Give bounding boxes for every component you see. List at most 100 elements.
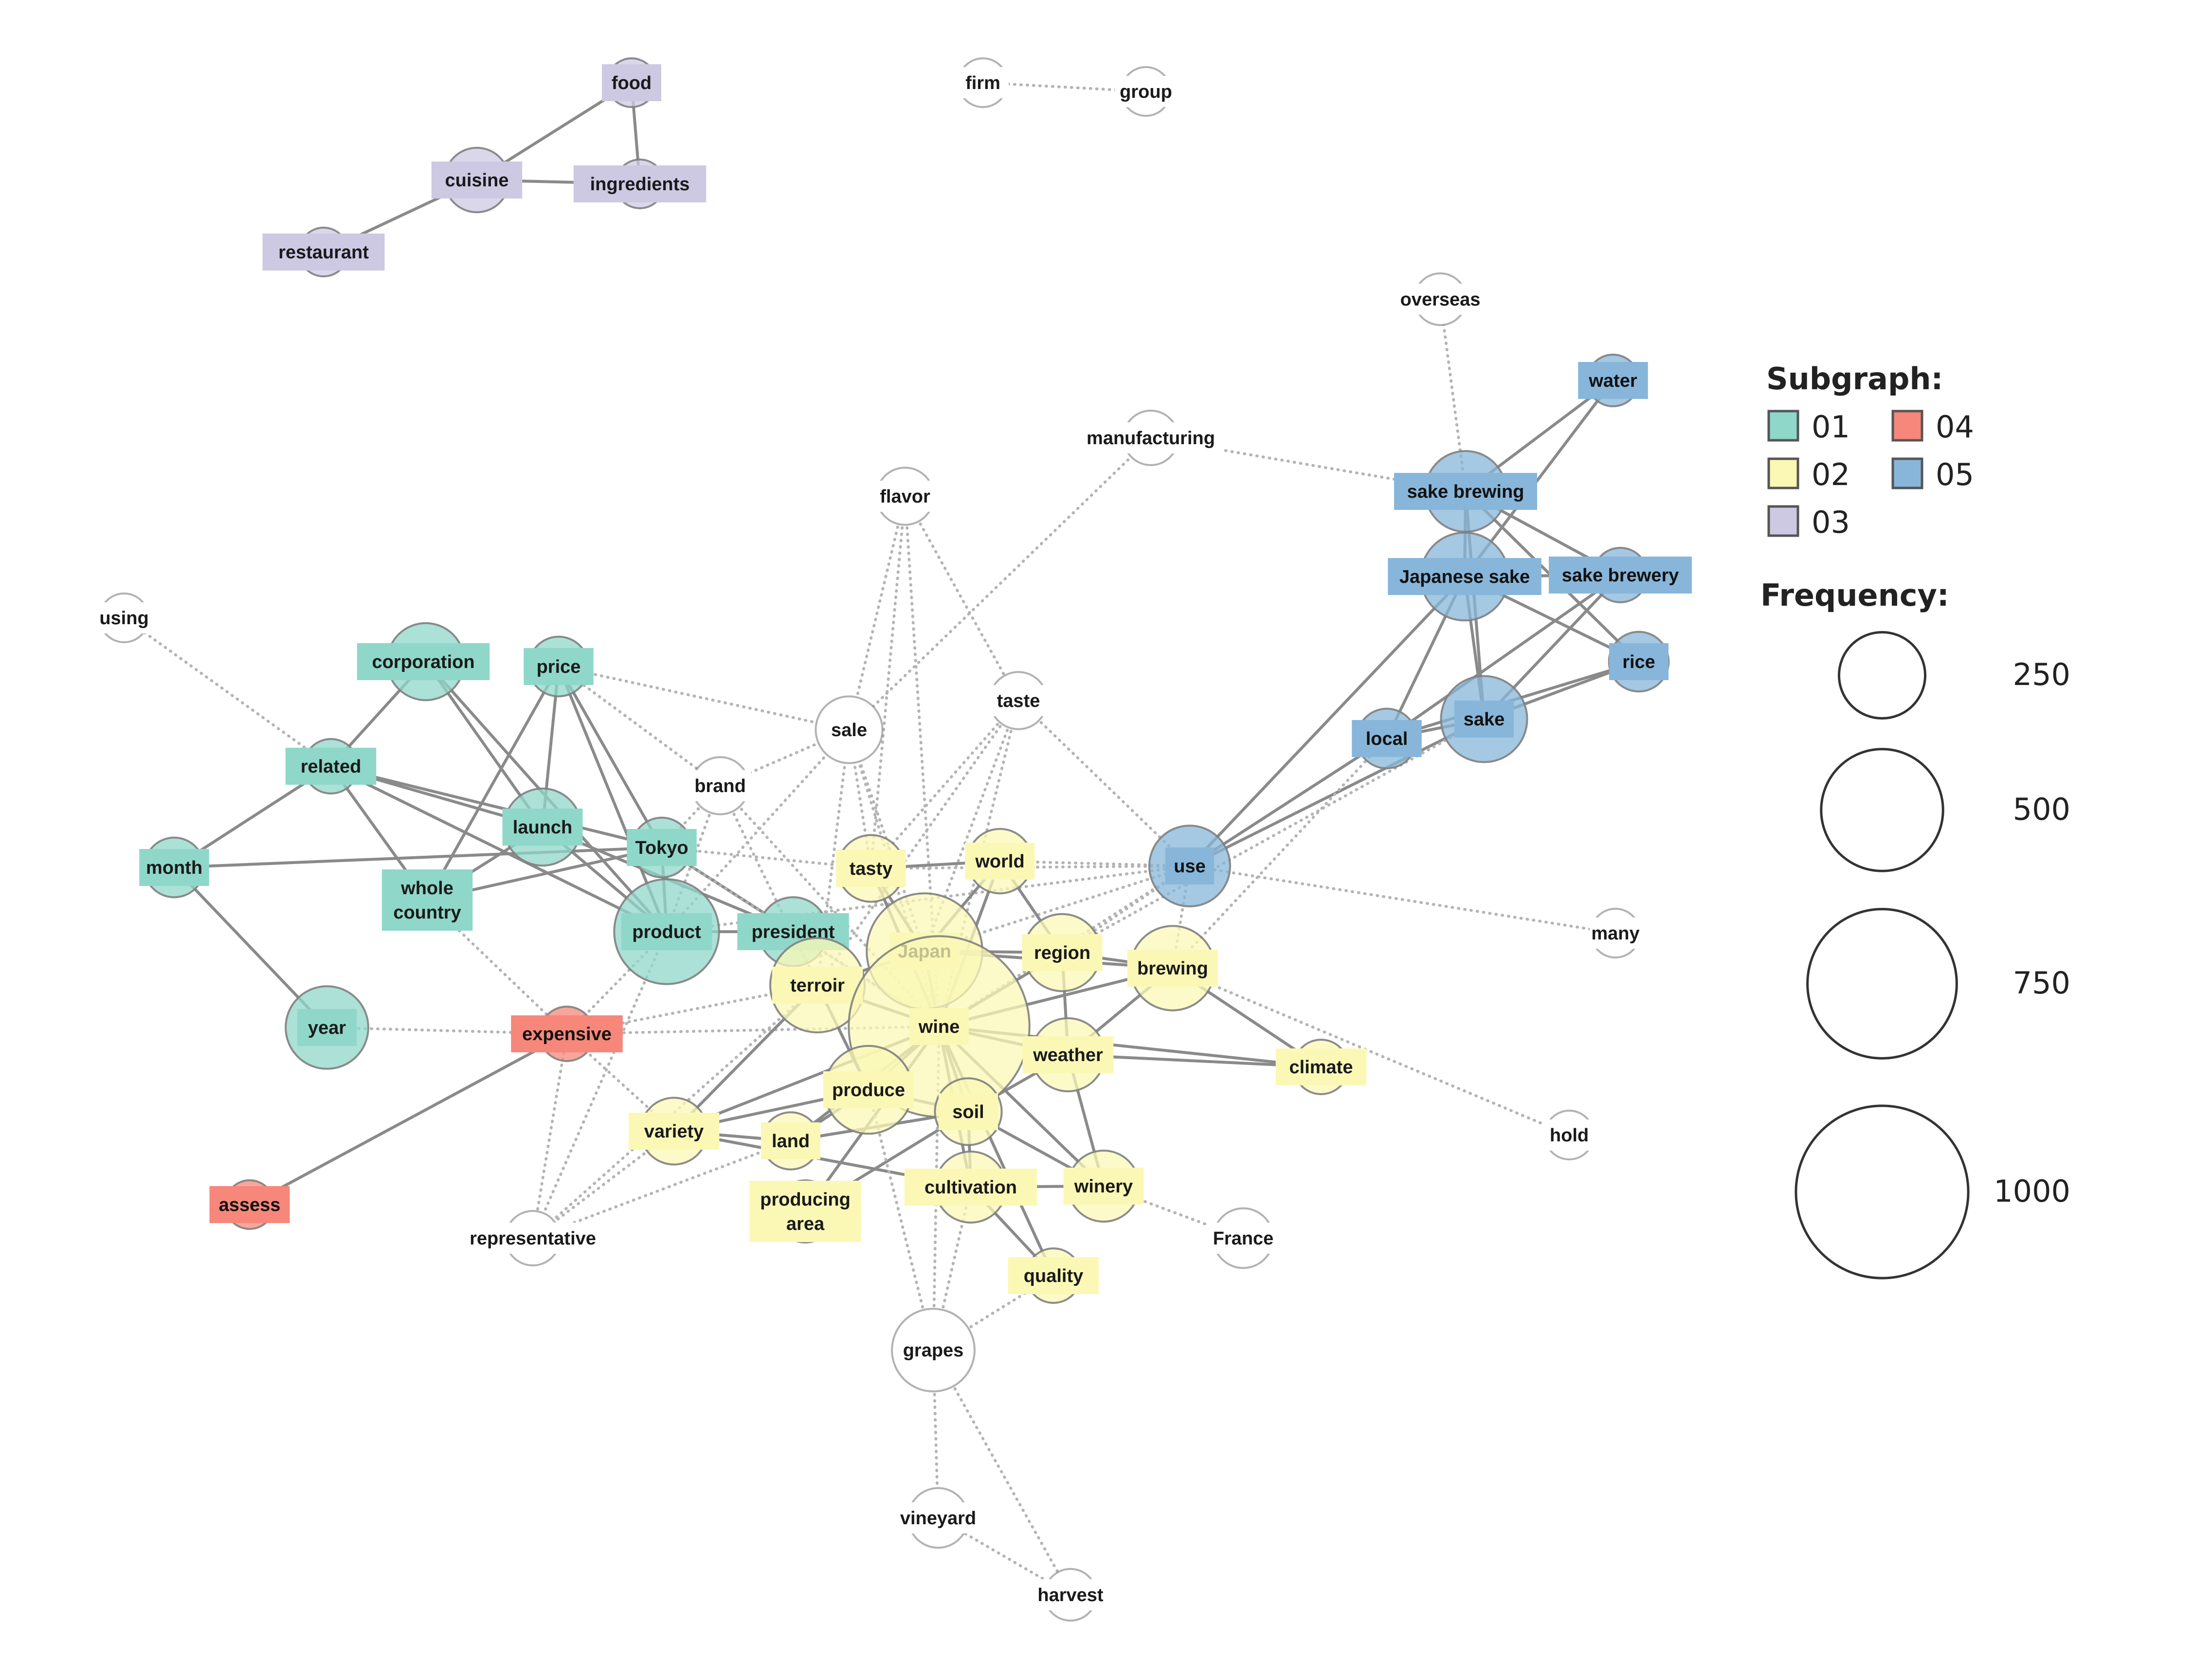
node-label-box-rice (1609, 643, 1668, 680)
node-brand[interactable]: brand (689, 756, 751, 815)
node-climate[interactable]: climate (1275, 1039, 1367, 1095)
node-tasty[interactable]: tasty (836, 834, 906, 903)
node-food[interactable]: food (602, 57, 661, 108)
node-month[interactable]: month (139, 836, 209, 899)
edge-use-brewing (1171, 865, 1191, 970)
node-france[interactable]: France (1207, 1207, 1280, 1269)
node-label-climate: climate (1289, 1057, 1353, 1078)
node-soil[interactable]: soil (934, 1077, 1003, 1146)
legend-item-01: 01 (1767, 409, 1850, 445)
legend-item-05: 05 (1891, 457, 1974, 492)
node-grapes[interactable]: grapes (891, 1308, 976, 1392)
node-japanese_sake[interactable]: Japanese sake (1388, 531, 1541, 622)
node-variety[interactable]: variety (628, 1097, 720, 1166)
node-label-box-world (965, 843, 1035, 880)
edge-related-product (329, 765, 668, 933)
legend-swatch-04 (1891, 410, 1923, 442)
legend-item-02: 02 (1767, 457, 1850, 492)
node-launch[interactable]: launch (502, 787, 583, 867)
node-label-terroir: terroir (790, 975, 845, 996)
node-cuisine[interactable]: cuisine (431, 146, 523, 214)
node-vineyard[interactable]: vineyard (891, 1487, 985, 1549)
node-use[interactable]: use (1148, 824, 1232, 908)
node-label-box-whole_country (381, 869, 473, 931)
node-sale[interactable]: sale (815, 695, 884, 764)
node-ingredients[interactable]: ingredients (573, 158, 707, 210)
node-sake[interactable]: sake (1440, 675, 1528, 763)
node-label-brewing: brewing (1137, 958, 1208, 979)
node-group[interactable]: group (1115, 66, 1177, 117)
node-expensive[interactable]: expensive (511, 1006, 623, 1062)
node-label-food: food (612, 73, 652, 93)
node-label-sake: sake (1464, 709, 1505, 730)
edge-manufacturing-sale (848, 436, 1152, 731)
node-firm[interactable]: firm (957, 57, 1009, 108)
node-label-harvest: harvest (1037, 1585, 1104, 1605)
node-label-box-winery (1063, 1168, 1144, 1205)
node-representative[interactable]: representative (454, 1210, 611, 1266)
node-label-box-flavor (869, 481, 942, 512)
node-assess[interactable]: assess (209, 1179, 290, 1230)
node-label-box-sake_brewery (1549, 557, 1692, 594)
node-year[interactable]: year (285, 985, 369, 1070)
node-label-box-region (1022, 934, 1103, 971)
edge-sake_brewery-local (1385, 574, 1622, 740)
node-land[interactable]: land (761, 1111, 820, 1171)
node-label-box-assess (209, 1186, 290, 1223)
node-world[interactable]: world (965, 828, 1035, 895)
node-label-box-grapes (897, 1334, 970, 1366)
node-winery[interactable]: winery (1063, 1149, 1144, 1223)
node-taste[interactable]: taste (987, 671, 1050, 730)
node-label-month: month (146, 858, 202, 878)
node-manufacturing[interactable]: manufacturing (1078, 410, 1224, 466)
node-brewing[interactable]: brewing (1127, 925, 1218, 1011)
legend-frequency-750: 750 (1806, 908, 2070, 1060)
node-flavor[interactable]: flavor (869, 467, 942, 526)
node-terroir[interactable]: terroir (769, 937, 866, 1033)
node-produce[interactable]: produce (823, 1045, 914, 1135)
node-related[interactable]: related (285, 738, 377, 794)
node-local[interactable]: local (1352, 707, 1422, 770)
node-product[interactable]: product (613, 878, 720, 985)
node-harvest[interactable]: harvest (1029, 1568, 1112, 1622)
node-sake_brewery[interactable]: sake brewery (1549, 547, 1692, 603)
node-label-sale: sale (831, 720, 867, 740)
edge-sake-use (1188, 718, 1486, 867)
node-label-box-producing_area (749, 1181, 861, 1242)
node-cultivation[interactable]: cultivation (904, 1150, 1037, 1224)
node-quality[interactable]: quality (1008, 1247, 1099, 1304)
node-label-box-land (761, 1122, 820, 1159)
legend-frequency-circle-500 (1820, 748, 1944, 872)
node-label-quality: quality (1024, 1266, 1083, 1286)
edge-expensive-assess (248, 1032, 568, 1206)
node-label-restaurant: restaurant (278, 242, 369, 263)
node-label-box-corporation (357, 643, 490, 680)
node-label-box-sake_brewing (1394, 473, 1537, 510)
node-hold[interactable]: hold (1543, 1109, 1595, 1161)
node-corporation[interactable]: corporation (357, 622, 490, 702)
edge-sake-region (1061, 718, 1486, 954)
node-rice[interactable]: rice (1608, 631, 1670, 693)
edge-local-brewing (1171, 737, 1388, 970)
node-overseas[interactable]: overseas (1394, 272, 1487, 326)
node-tokyo[interactable]: Tokyo (627, 816, 697, 879)
edge-taste-use (1017, 699, 1191, 867)
node-water[interactable]: water (1578, 353, 1648, 408)
node-restaurant[interactable]: restaurant (262, 226, 385, 278)
node-many[interactable]: many (1590, 907, 1641, 959)
node-label-box-group (1115, 76, 1177, 107)
node-weather[interactable]: weather (1022, 1017, 1114, 1093)
legend-frequency-label-750: 750 (2013, 965, 2070, 1001)
node-region[interactable]: region (1022, 913, 1103, 992)
node-label-box-using (93, 602, 155, 633)
node-label-box-many (1590, 918, 1641, 949)
node-price[interactable]: price (524, 635, 594, 698)
node-using[interactable]: using (93, 592, 155, 644)
node-label-box-month (139, 849, 209, 886)
edge-using-related (123, 616, 332, 768)
node-label-france: France (1213, 1228, 1274, 1249)
node-label-variety: variety (644, 1121, 704, 1142)
